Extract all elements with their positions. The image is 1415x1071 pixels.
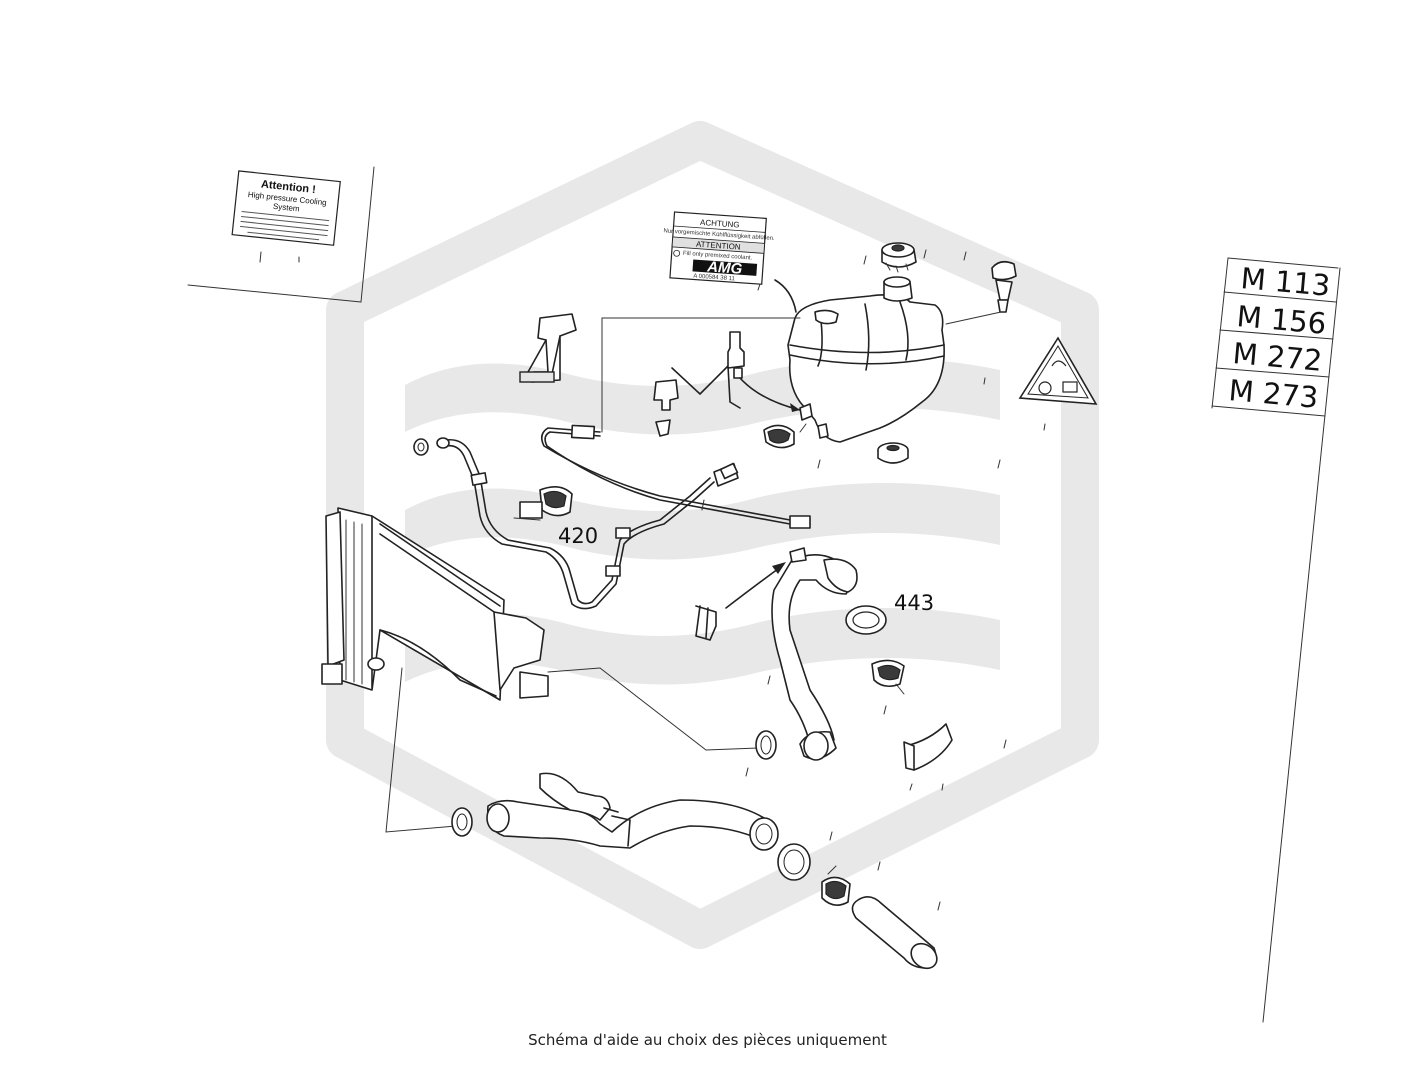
reference-ticks xyxy=(701,249,1046,911)
tank-cap xyxy=(881,242,917,273)
warning-triangle-icon xyxy=(1018,336,1098,405)
radiator xyxy=(321,507,759,833)
expansion-tank xyxy=(787,276,945,443)
amg-attention-line: Fill only premixed coolant. xyxy=(683,251,753,262)
engine-code-m272: M 272 xyxy=(1231,336,1323,378)
amg-attention: ATTENTION xyxy=(696,240,741,252)
hose-clip-upper xyxy=(763,423,807,449)
gasket-443 xyxy=(845,605,887,635)
coolant-line-upper xyxy=(540,317,811,529)
attention-label-panel: Attention ! High pressure Cooling System xyxy=(187,166,375,303)
gasket-lower-left xyxy=(451,807,473,837)
tank-grommet xyxy=(877,442,909,464)
amg-label-group: ACHTUNG Nur vorgemischte Kühlflüssigkeit… xyxy=(663,211,775,285)
pipe-ring xyxy=(413,438,429,456)
spring-clip xyxy=(695,605,717,641)
clamp-420 xyxy=(513,486,573,521)
gasket-radiator xyxy=(755,730,777,760)
amg-achtung: ACHTUNG xyxy=(700,218,740,230)
callout-443: 443 xyxy=(894,591,934,615)
level-sensor xyxy=(945,260,1017,325)
hose-short xyxy=(851,896,938,970)
attention-sticker xyxy=(231,170,341,246)
o-ring-lower xyxy=(777,843,811,881)
upper-radiator-hose xyxy=(771,547,858,761)
attention-title: Attention ! xyxy=(260,178,316,196)
callout-420: 420 xyxy=(558,524,598,548)
hose-half-shell xyxy=(903,723,953,771)
amg-label-leader xyxy=(774,279,797,313)
hose-clamp-lower xyxy=(821,865,851,906)
lower-radiator-hose xyxy=(486,772,779,851)
engine-table: M 113 M 156 M 272 M 273 xyxy=(1211,257,1341,1023)
amg-brand: AMG xyxy=(706,258,743,277)
engine-code-m273: M 273 xyxy=(1227,373,1319,415)
engine-code-m113: M 113 xyxy=(1239,261,1331,303)
engine-code-m156: M 156 xyxy=(1235,299,1327,341)
amg-part-number: A 000584 38 11 xyxy=(693,273,736,282)
coolant-line-lower xyxy=(436,437,739,610)
clamp-lower-right xyxy=(871,659,905,695)
attention-subtitle-2: System xyxy=(273,202,301,214)
hose-bracket xyxy=(519,313,577,383)
disclaimer-text: Schéma d'aide au choix des pièces unique… xyxy=(528,1031,887,1049)
temp-sensor xyxy=(727,331,745,379)
